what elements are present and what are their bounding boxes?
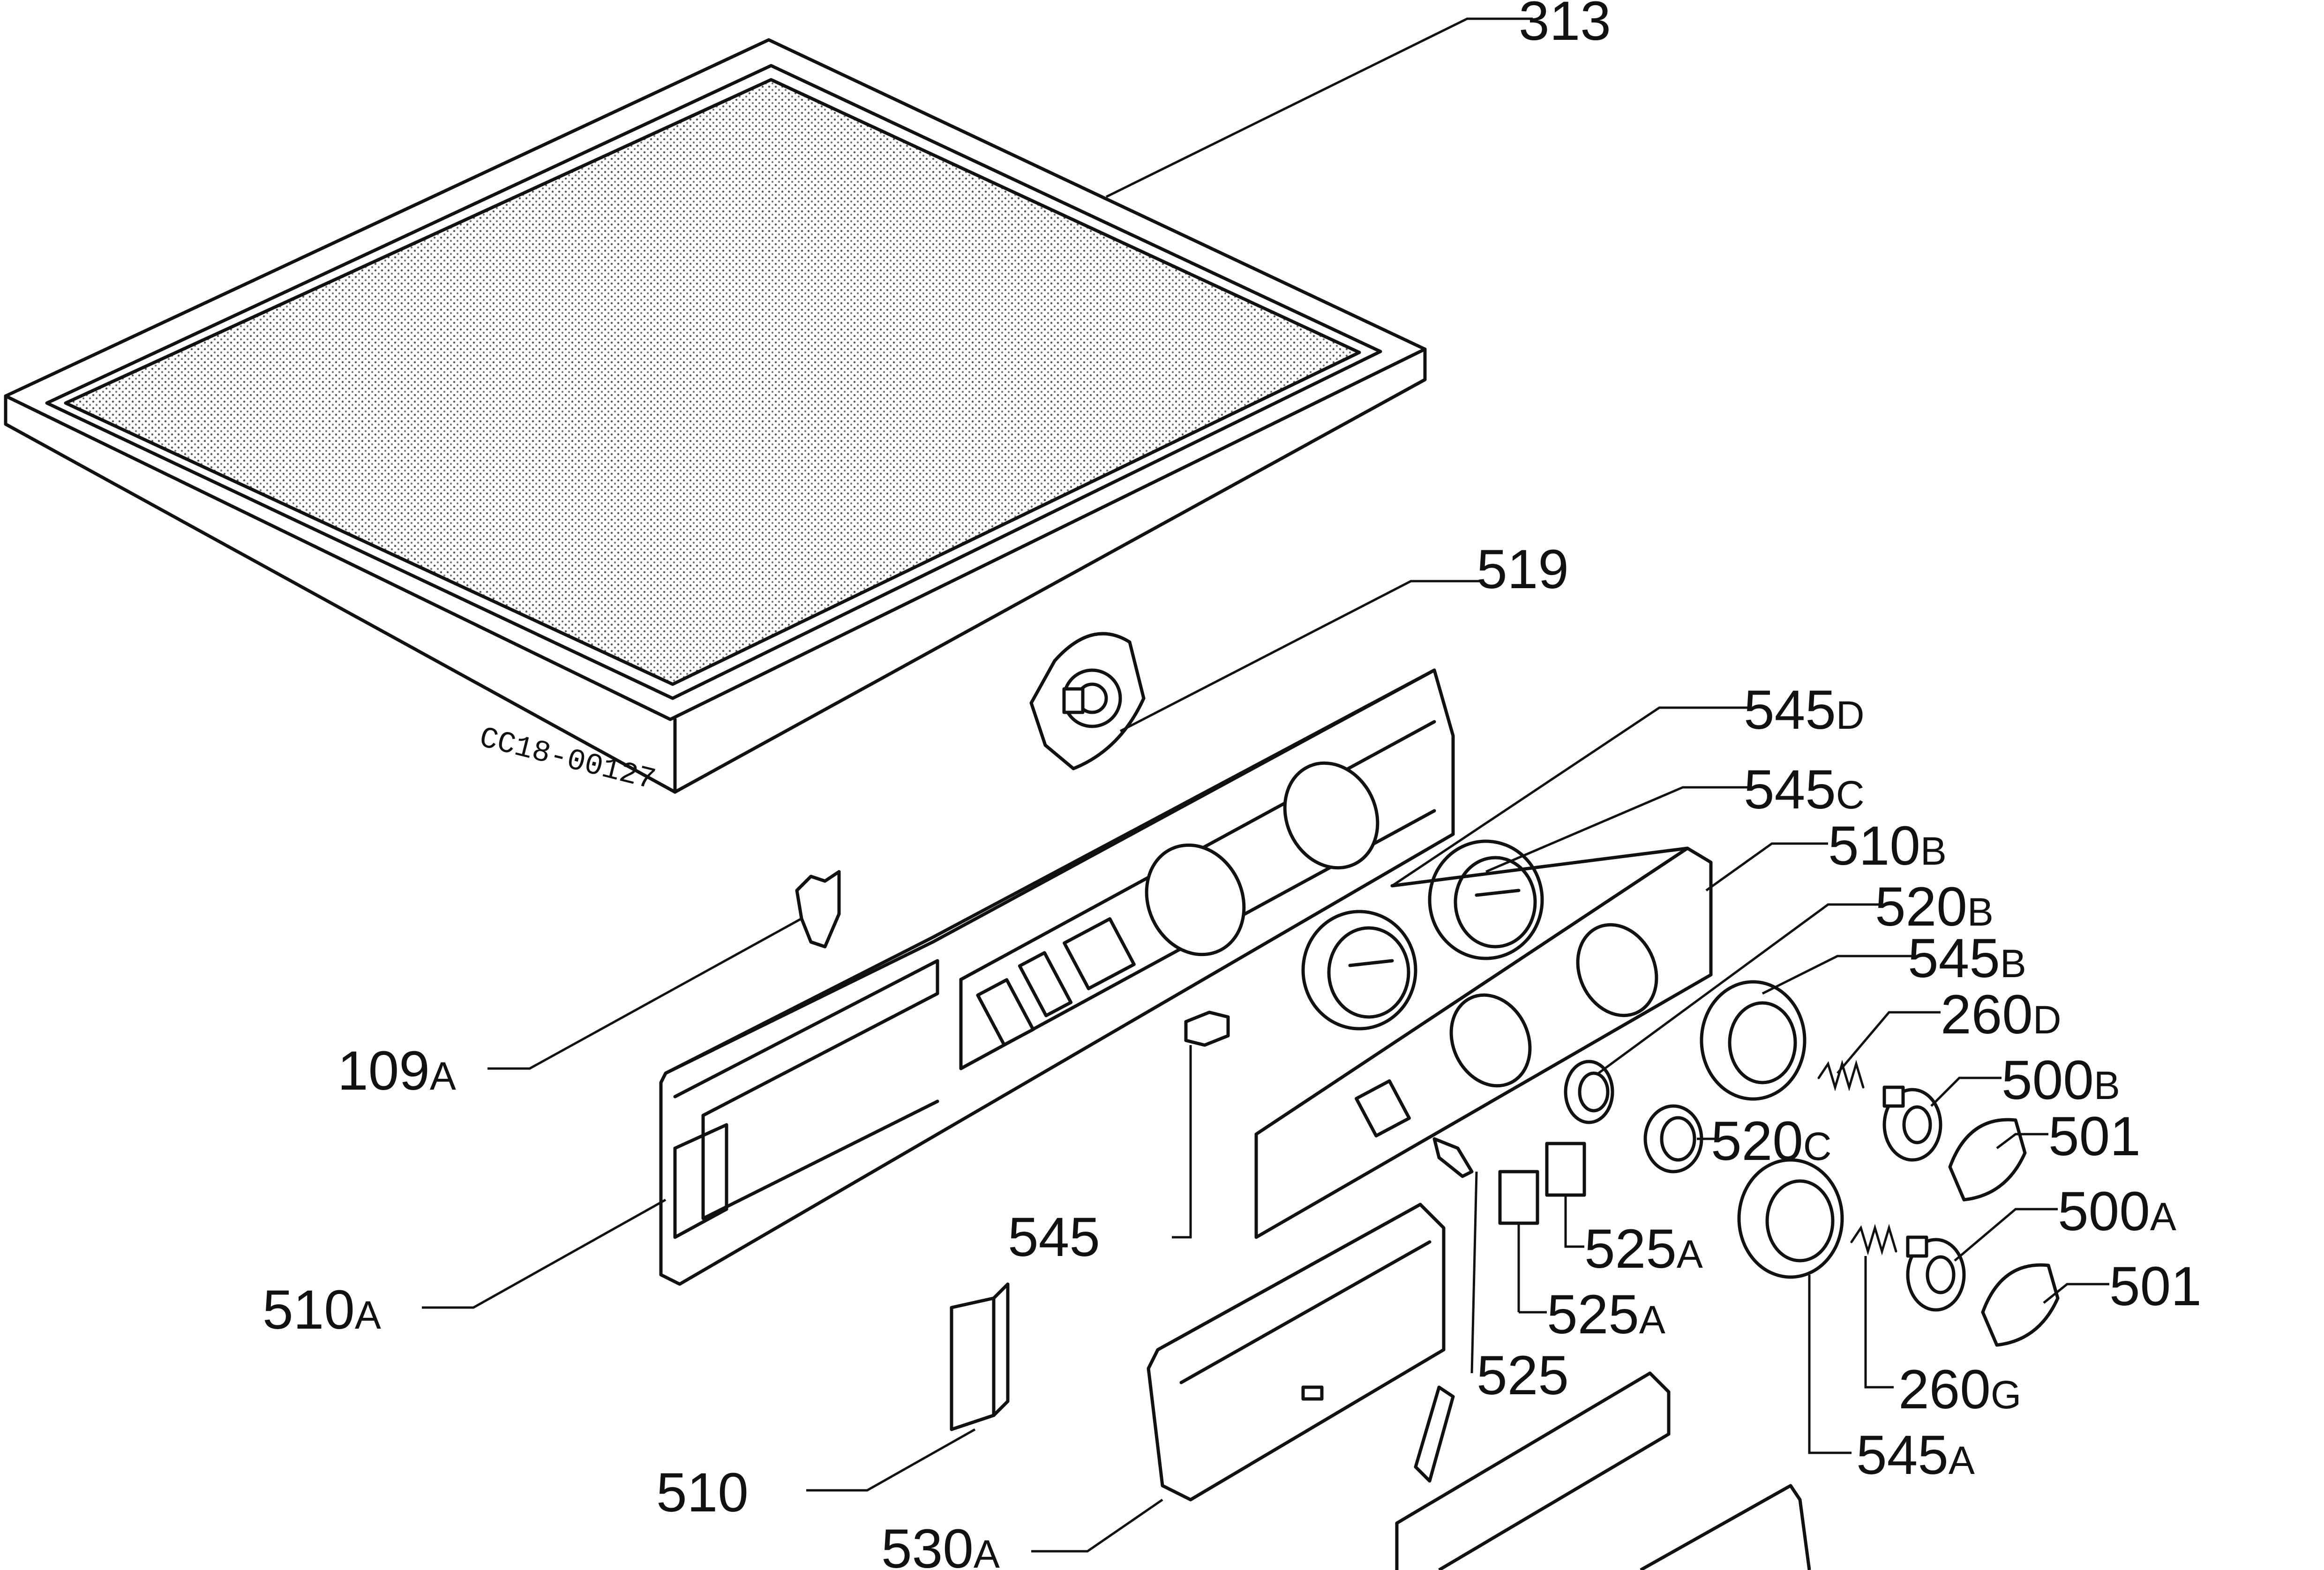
- part-545B-knob: [1700, 980, 1807, 1101]
- callout-545C: 545C: [1744, 759, 1865, 821]
- part-260D-spring: [1817, 1060, 1865, 1092]
- callout-520B: 520B: [1875, 876, 1994, 938]
- callout-510B: 510B: [1828, 815, 1947, 877]
- part-520C-gear: [1643, 1104, 1703, 1174]
- callout-260D: 260D: [1941, 984, 2062, 1046]
- callout-545D: 545D: [1744, 679, 1865, 741]
- part-510B-front-panel: [1254, 846, 1713, 1239]
- callout-501-lower: 501: [2109, 1256, 2202, 1317]
- part-545A-knob: [1737, 1158, 1844, 1279]
- callout-260G: 260G: [1898, 1359, 2021, 1420]
- callout-520C: 520C: [1711, 1110, 1832, 1172]
- callout-510A: 510A: [262, 1279, 381, 1341]
- part-519-switch-plate: [1029, 632, 1146, 770]
- part-109A-clip: [795, 870, 841, 949]
- part-501-cap-lower: [1981, 1263, 2060, 1347]
- callout-545B: 545B: [1908, 927, 2026, 989]
- callout-525: 525: [1477, 1345, 1569, 1406]
- leader-lines: [422, 17, 2109, 1553]
- part-501-cap-upper: [1948, 1118, 2027, 1202]
- callout-501-upper: 501: [2048, 1106, 2141, 1167]
- callout-109A: 109A: [337, 1040, 456, 1102]
- callout-519: 519: [1477, 538, 1569, 600]
- part-545C-knob-ring: [1428, 839, 1544, 960]
- part-500A-shaft: [1906, 1235, 1966, 1312]
- callout-545A: 545A: [1856, 1424, 1975, 1486]
- callout-500B: 500B: [2002, 1049, 2120, 1111]
- part-bottom-plate: [1395, 1371, 1811, 1570]
- part-bottom-lever: [1414, 1385, 1455, 1483]
- callout-525A-lower: 525A: [1547, 1284, 1665, 1346]
- part-500B-shaft: [1882, 1085, 1942, 1162]
- part-545D-knob-ring: [1301, 910, 1417, 1031]
- part-520B-bushing: [1564, 1060, 1614, 1124]
- part-525-pin: [1432, 1137, 1474, 1178]
- callout-labels: 313 519 545D 545C 510B 520B 545B 260D 50…: [262, 0, 2202, 1570]
- callout-510: 510: [656, 1462, 749, 1524]
- part-313-filter-panel: [4, 38, 1427, 794]
- callout-530A: 530A: [881, 1518, 1000, 1570]
- callout-313: 313: [1519, 0, 1611, 52]
- callout-545: 545: [1008, 1206, 1100, 1268]
- part-510A-control-bezel: [659, 668, 1455, 1286]
- part-525A-switch-block: [1498, 1142, 1586, 1225]
- part-545-small-tab: [1184, 1010, 1230, 1047]
- callout-500A: 500A: [2058, 1181, 2176, 1242]
- part-530A-drawer-handle: [1147, 1203, 1446, 1502]
- callout-525A-upper: 525A: [1584, 1218, 1703, 1280]
- part-510-bracket: [950, 1282, 1010, 1431]
- part-260G-spring: [1850, 1224, 1897, 1256]
